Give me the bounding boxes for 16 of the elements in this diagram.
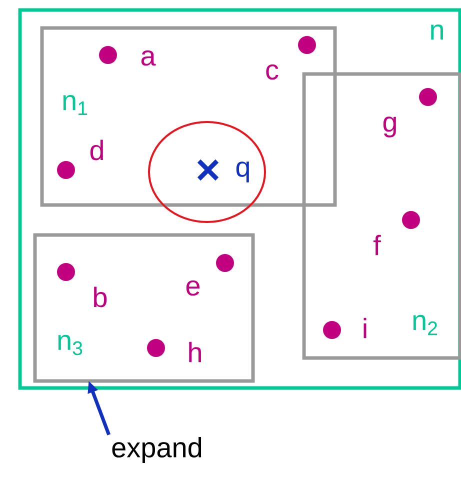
point-label: h — [189, 342, 201, 362]
point-label: q — [236, 162, 249, 182]
point-label: g — [383, 116, 396, 138]
set-label: n$_{2}$ — [413, 314, 437, 336]
set-label: n$_{3}$ — [58, 334, 82, 356]
point-label: i — [364, 318, 366, 338]
ellipse-outline — [148, 121, 266, 223]
point-label: c — [266, 64, 278, 80]
set-label: n — [431, 24, 443, 40]
set-label: n$_{1}$ — [63, 95, 88, 115]
expand-label: expand — [112, 436, 202, 464]
point-label: e — [186, 280, 200, 296]
point-label: b — [94, 286, 107, 308]
point-label: f — [374, 234, 381, 256]
point-label: a — [141, 50, 156, 66]
point-label: d — [90, 140, 103, 160]
